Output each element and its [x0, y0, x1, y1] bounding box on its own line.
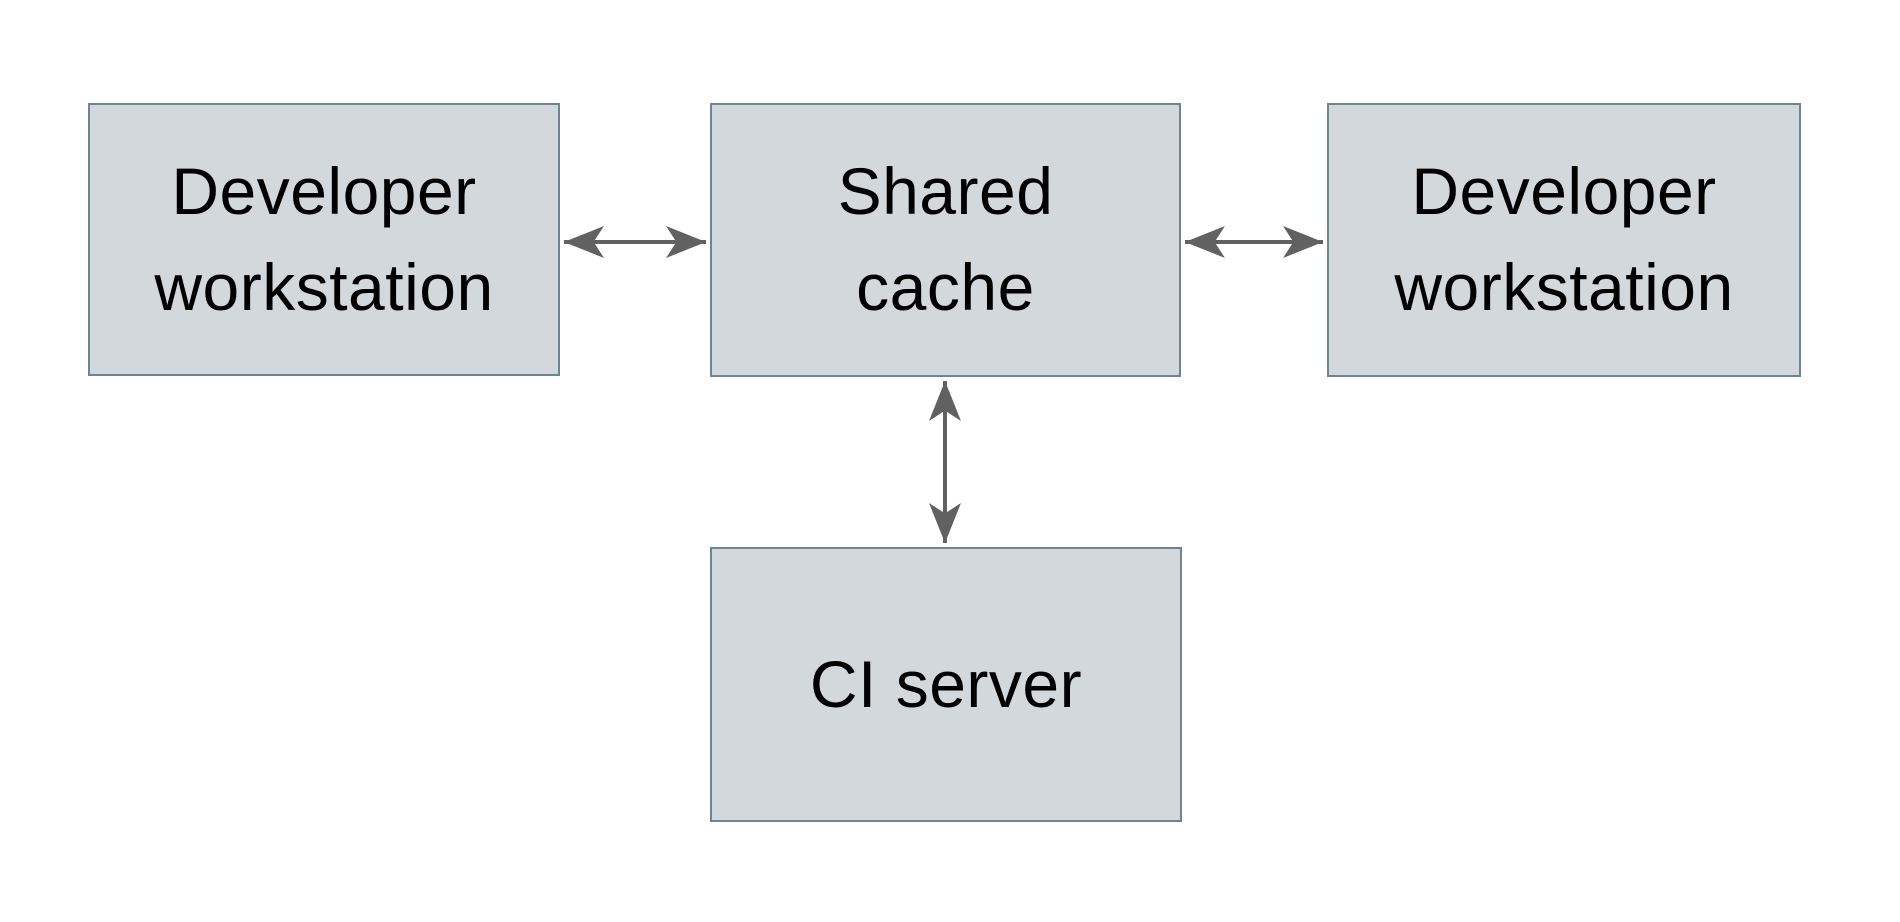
node-label: Shared cache [837, 154, 1054, 324]
node-label: Developer workstation [154, 153, 494, 324]
node-shared-cache: Shared cache [710, 103, 1181, 377]
node-label: CI server [809, 646, 1083, 721]
node-label: Developer workstation [1394, 154, 1734, 324]
node-developer-workstation-right: Developer workstation [1327, 103, 1801, 377]
node-developer-workstation-left: Developer workstation [88, 103, 560, 376]
node-ci-server: CI server [710, 547, 1182, 822]
